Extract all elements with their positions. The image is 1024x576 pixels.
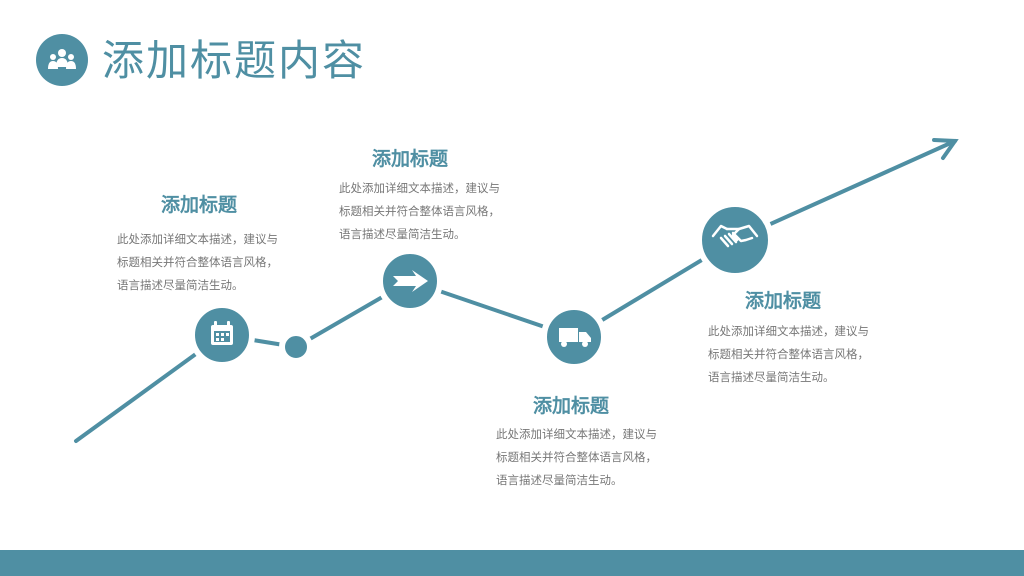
- calendar-icon: [211, 321, 233, 345]
- path-segment-6: [733, 139, 957, 242]
- page-title: 添加标题内容: [102, 36, 367, 85]
- footer-bar: [0, 550, 1024, 576]
- step-4-description: 此处添加详细文本描述，建议与 标题相关并符合整体语言风格， 语言描述尽量简洁生动…: [708, 324, 869, 384]
- step-2-title: 添加标题: [371, 148, 448, 170]
- arrow-head: [932, 138, 959, 160]
- node-dot: [279, 330, 313, 364]
- handshake-icon: [711, 224, 759, 248]
- arrow-icon: [393, 270, 428, 292]
- step-1-title: 添加标题: [160, 194, 237, 216]
- step-1-description: 此处添加详细文本描述，建议与 标题相关并符合整体语言风格， 语言描述尽量简洁生动…: [117, 232, 278, 292]
- step-4-title: 添加标题: [744, 290, 821, 312]
- step-3-title: 添加标题: [532, 395, 609, 417]
- step-3-description: 此处添加详细文本描述，建议与 标题相关并符合整体语言风格， 语言描述尽量简洁生动…: [496, 427, 657, 487]
- truck-icon: [559, 328, 591, 347]
- step-2-description: 此处添加详细文本描述，建议与 标题相关并符合整体语言风格， 语言描述尽量简洁生动…: [339, 181, 500, 241]
- people-icon: [36, 34, 88, 86]
